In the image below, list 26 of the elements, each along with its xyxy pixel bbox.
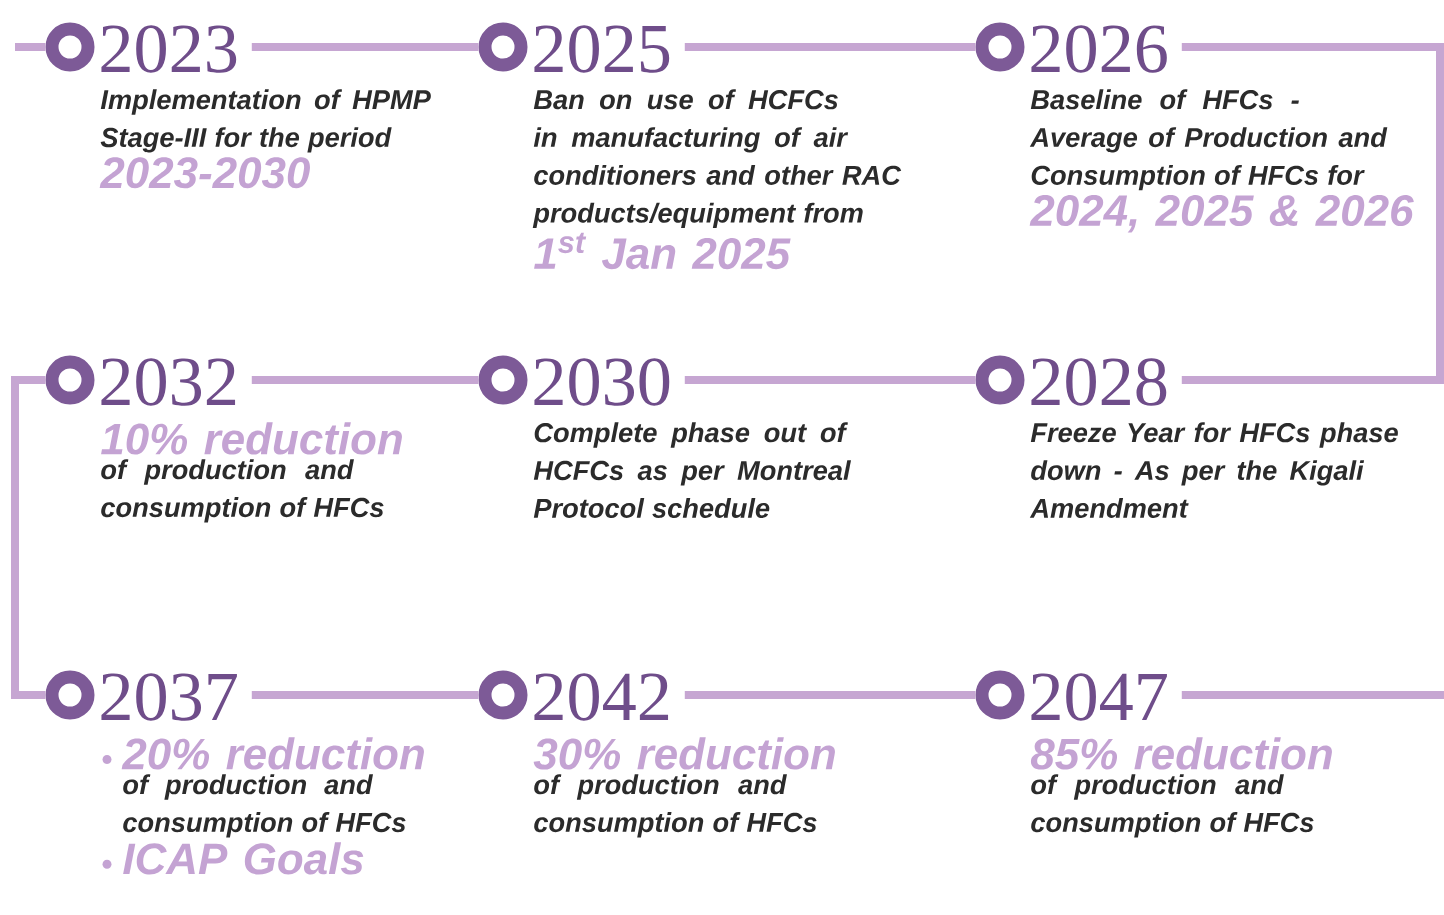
description-text: of production and consumption of HFCs: [534, 774, 817, 838]
year-heading: 2028: [1031, 358, 1167, 406]
year-heading: 2030: [534, 358, 670, 406]
highlight-text: 20% reduction: [121, 737, 424, 770]
highlight-text: ICAP Goals: [123, 842, 364, 875]
description-text: Freeze Year for HFCs phase down - As per the Kigali Amendment: [1029, 422, 1398, 518]
description-text: Complete phase out of HCFCs as per Montreal Protocol schedule: [533, 422, 851, 518]
year-heading: 2026: [1031, 25, 1167, 73]
description-text: of production and consumption of HFCs: [101, 459, 384, 523]
highlight-text: 2023-2030: [99, 157, 310, 189]
description-text: of production and consumption of HFCs: [123, 774, 406, 838]
year-heading: 2023: [101, 25, 237, 73]
year-heading: 2037: [101, 673, 237, 721]
description-text: Baseline of HFCs - Average of Production and Consumption of HFCs for: [1029, 89, 1388, 191]
description-text: Implementation of HPMP Stage-III for the period: [100, 89, 431, 153]
highlight-text: 85% reduction: [1030, 737, 1332, 770]
year-heading: 2032: [101, 358, 236, 406]
highlight-text: 10% reduction: [101, 422, 402, 455]
highlight-text: 1$^{st}$ Jan 2025: [534, 232, 791, 270]
description-text: Ban on use of HCFCs in manufacturing of air conditioners and other RAC products/equipment from: [532, 89, 902, 229]
year-heading: 2047: [1031, 673, 1167, 721]
description-text: of production and consumption of HFCs: [1031, 774, 1314, 838]
highlight-text: 2024, 2025 & 2026: [1029, 195, 1414, 233]
highlight-text: 30% reduction: [533, 737, 835, 770]
year-heading: 2025: [534, 25, 670, 73]
year-heading: 2042: [534, 673, 669, 721]
